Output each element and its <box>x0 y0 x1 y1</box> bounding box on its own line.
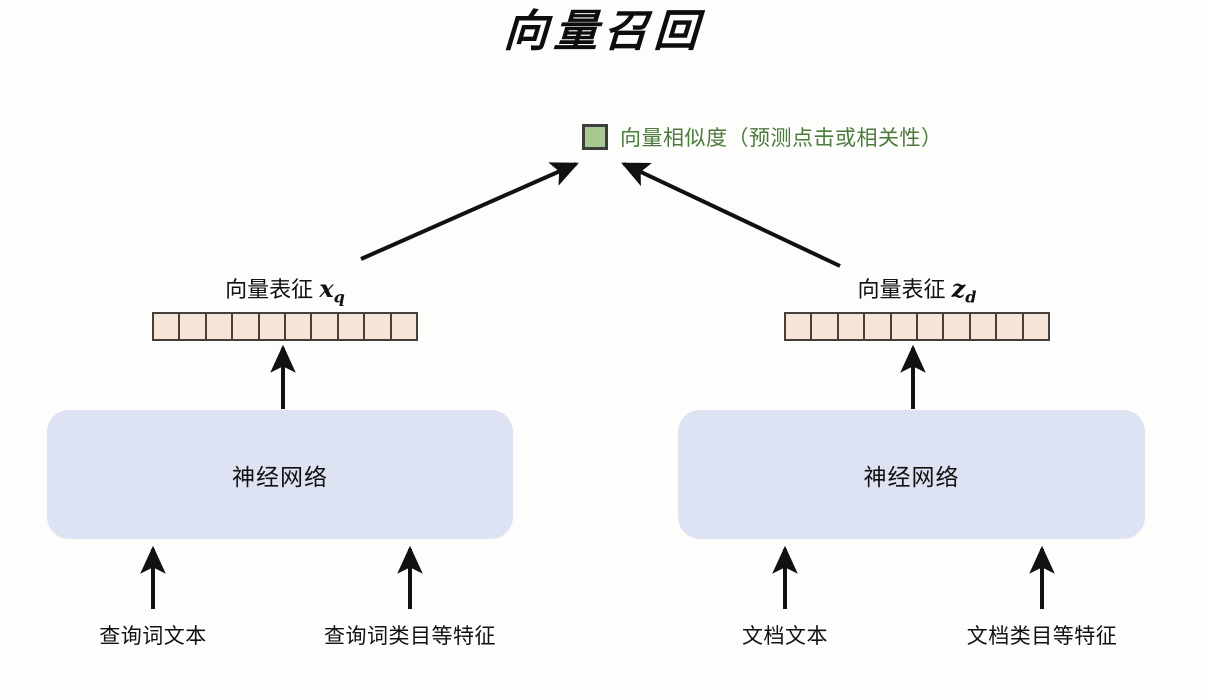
document-neural-network-label: 神经网络 <box>863 463 960 490</box>
vector-cell <box>812 314 837 340</box>
vector-cell <box>154 314 179 340</box>
arrow-query-to-similarity <box>360 162 579 261</box>
query-vector: 向量表征 xq <box>152 272 418 342</box>
document-features-label: 文档类目等特征 <box>966 625 1118 648</box>
document-vector: 向量表征 zd <box>784 272 1050 342</box>
vector-cell <box>970 314 996 340</box>
vector-cell <box>1023 314 1049 340</box>
vector-cell <box>259 314 285 340</box>
document-vector-subscript: d <box>965 287 977 307</box>
vector-cell <box>786 314 811 340</box>
vector-cell <box>286 314 311 340</box>
query-text-label: 查询词文本 <box>99 625 207 648</box>
vector-cell <box>838 314 864 340</box>
document-neural-network-box: 神经网络 <box>678 410 1145 539</box>
document-text-label: 文档文本 <box>742 625 828 648</box>
vector-cell <box>206 314 232 340</box>
vector-cell <box>944 314 969 340</box>
query-vector-symbol: x <box>319 274 334 303</box>
query-vector-caption: 向量表征 xq <box>152 272 418 306</box>
document-vector-caption-text: 向量表征 <box>857 277 946 302</box>
vector-cell <box>891 314 917 340</box>
document-vector-symbol: z <box>951 274 966 303</box>
page-title: 向量召回 <box>502 6 706 57</box>
vector-cell <box>391 314 417 340</box>
query-vector-subscript: q <box>333 287 345 307</box>
vector-cell <box>365 314 390 340</box>
document-vector-cells <box>784 312 1050 342</box>
vector-cell <box>918 314 943 340</box>
query-vector-caption-text: 向量表征 <box>225 277 314 302</box>
query-neural-network-label: 神经网络 <box>232 463 328 490</box>
similarity-label: 向量相似度（预测点击或相关性） <box>620 127 943 150</box>
query-vector-cells <box>152 312 418 342</box>
similarity-node: 向量相似度（预测点击或相关性） <box>582 122 943 152</box>
document-vector-caption: 向量表征 zd <box>784 272 1050 306</box>
vector-cell <box>180 314 205 340</box>
query-features-label: 查询词类目等特征 <box>324 625 496 648</box>
vector-cell <box>312 314 337 340</box>
green-square-icon <box>582 124 608 150</box>
vector-cell <box>997 314 1022 340</box>
vector-cell <box>338 314 364 340</box>
vector-cell <box>233 314 258 340</box>
vector-cell <box>865 314 890 340</box>
arrow-document-to-similarity <box>621 162 841 268</box>
query-neural-network-box: 神经网络 <box>47 410 513 539</box>
